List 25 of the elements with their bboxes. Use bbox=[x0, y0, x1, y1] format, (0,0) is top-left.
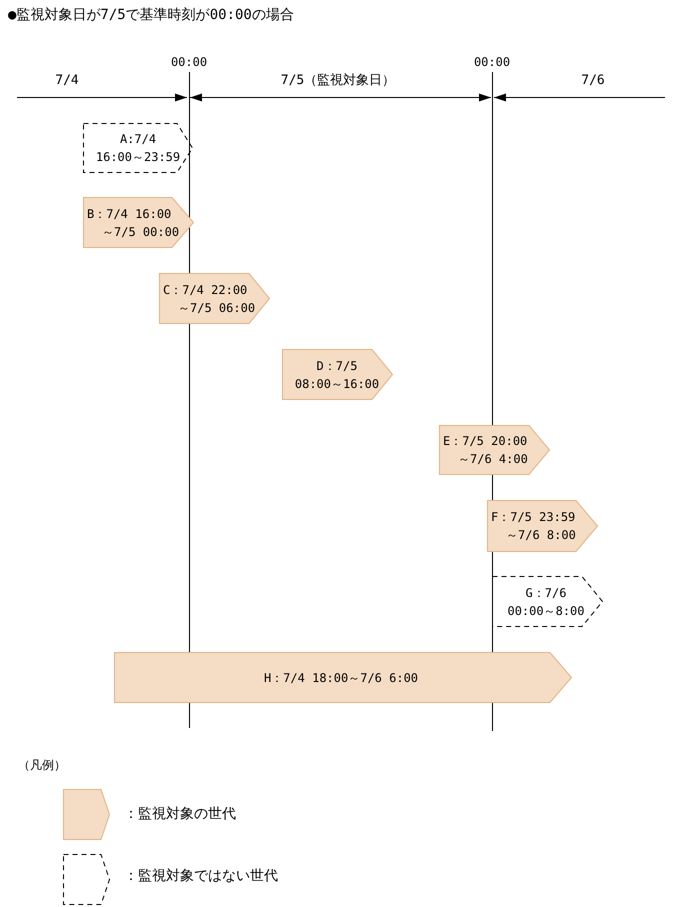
period-label: C：7/4 22:00 ～7/5 06:00 bbox=[163, 282, 256, 316]
period-bar bbox=[114, 652, 572, 703]
period-bar bbox=[83, 197, 194, 248]
period-bar bbox=[439, 425, 550, 475]
period-bar bbox=[159, 273, 270, 324]
period-bar bbox=[492, 576, 603, 627]
period-bar bbox=[487, 500, 598, 552]
legend-label: ：監視対象ではない世代 bbox=[124, 868, 278, 884]
period-bar bbox=[83, 123, 193, 173]
period-label: A:7/4 16:00～23:59 bbox=[94, 131, 182, 166]
time-label: 00:00 bbox=[474, 55, 510, 69]
period-label: F：7/5 23:59 ～7/6 8:00 bbox=[491, 509, 577, 544]
period-label: B：7/4 16:00 ～7/5 00:00 bbox=[87, 206, 180, 240]
date-label: 7/4 bbox=[55, 74, 79, 88]
period-label: H：7/4 18:00～7/6 6:00 bbox=[262, 670, 420, 686]
legend-heading: （凡例） bbox=[18, 758, 66, 772]
diagram-title: ●監視対象日が7/5で基準時刻が00:00の場合 bbox=[8, 7, 294, 23]
date-label: 7/6 bbox=[581, 74, 605, 88]
period-label: D：7/5 08:00～16:00 bbox=[294, 358, 380, 392]
period-label: G：7/6 00:00～8:00 bbox=[506, 584, 586, 620]
legend-label: ：監視対象の世代 bbox=[124, 806, 236, 822]
period-label: E：7/5 20:00 ～7/6 4:00 bbox=[443, 433, 529, 468]
period-bar bbox=[282, 349, 393, 400]
date-label: 7/5（監視対象日） bbox=[280, 74, 396, 88]
time-label: 00:00 bbox=[170, 55, 208, 69]
